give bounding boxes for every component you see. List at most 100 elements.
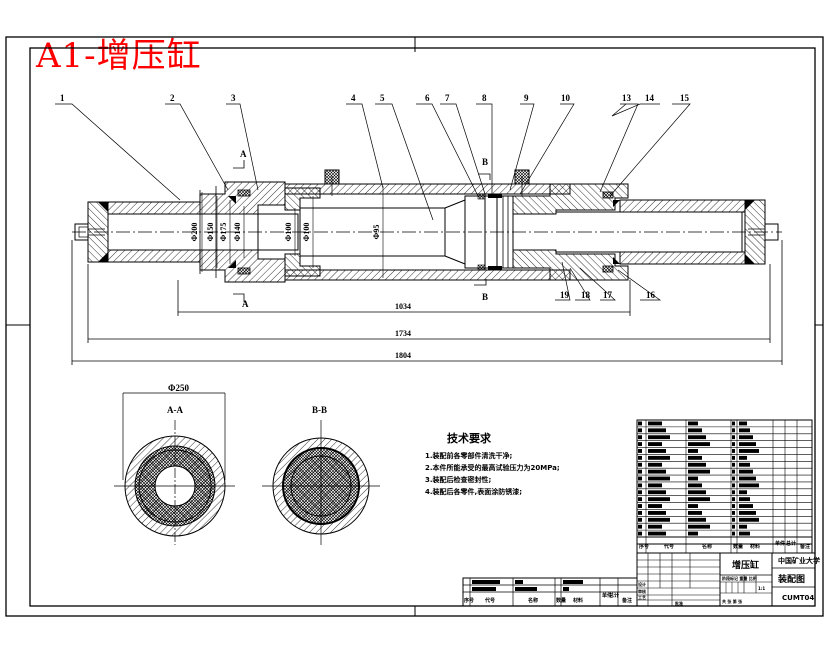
bom-cell-text (732, 455, 735, 460)
dimension-1804: 1804 (395, 351, 411, 360)
bom-cell-text (638, 497, 642, 502)
bom-cell-text (739, 531, 750, 536)
part-label-3: 3 (231, 93, 236, 103)
bom-cell-text (732, 449, 735, 453)
technical-requirements: 技术要求 1.装配前各零部件清洗干净; 2.本件所能承受的最高试验压力为20MP… (425, 431, 560, 496)
title-block-scale: 1:1 (758, 586, 765, 591)
bom-cell-text (638, 435, 642, 440)
bom-cell-text (688, 455, 702, 460)
part-label-13: 13 (622, 93, 632, 103)
bom-cell-text (648, 455, 670, 460)
bom-cell-text (732, 490, 735, 495)
title-block: 增压缸 中国矿业大学 装配图 CUMT04 阶段标记 重量 比例 1:1 共 张… (636, 552, 820, 607)
bom-cell-text (648, 476, 670, 481)
bom-cell-text (739, 483, 759, 488)
bom-cell-text (688, 510, 702, 515)
dimension-1034: 1034 (395, 302, 411, 311)
bom-cell-text (688, 469, 710, 474)
section-marker-b-top: B (482, 157, 488, 167)
section-marker-a-bottom: A (242, 299, 249, 309)
part-label-18: 18 (581, 290, 591, 300)
inner-border (29, 47, 816, 607)
bom-cell-text (688, 524, 710, 529)
bom-cell-text (638, 504, 642, 508)
dia-label: Φ100 (302, 223, 311, 242)
bom-header: 备注 (799, 543, 810, 550)
title-block-stage-labels: 阶段标记 重量 比例 (722, 575, 757, 581)
bom-cell-text (638, 442, 642, 447)
outer-border (5, 36, 824, 617)
right-flange-top (512, 183, 629, 215)
bom-cell-text (732, 469, 735, 474)
bom-cell-text (648, 490, 666, 495)
right-fitting (764, 223, 779, 241)
section-a-a-view: Φ250 A-A (114, 383, 235, 545)
bom-cell-text (732, 510, 735, 515)
bom-cell-text (648, 524, 662, 529)
tech-req-item: 2.本件所能承受的最高试验压力为20MPa; (425, 463, 560, 472)
bom-cell-text (648, 504, 662, 508)
bom-cell-text (648, 421, 662, 426)
bom-cell-text (732, 524, 735, 529)
bom-cell-text (739, 504, 753, 508)
bom-cell-text (688, 483, 702, 488)
dia-label: Φ100 (284, 223, 293, 242)
bom-cell-text (732, 442, 735, 447)
bom-cell-text (638, 517, 642, 522)
part-label-9: 9 (524, 93, 529, 103)
secondary-header: 总计 (609, 592, 619, 599)
title-block-part-name: 增压缸 (732, 559, 759, 571)
bom-cell-text (638, 469, 642, 474)
dimension-lines (71, 240, 783, 365)
bom-header: 单件 (775, 540, 785, 547)
part-label-19: 19 (560, 290, 570, 300)
bom-cell-text (648, 462, 662, 467)
secondary-header: 数量 (556, 597, 566, 604)
right-end-cap (744, 199, 766, 265)
dimension-1734: 1734 (395, 329, 411, 338)
bom-cell-text (732, 517, 735, 522)
bom-header: 总计 (786, 540, 796, 547)
bom-cell-text (688, 490, 706, 495)
bom-cell-text (638, 490, 642, 495)
bom-header-row: 序号 代号 名称 数量 材料 单件 总计 备注 (636, 536, 813, 554)
bom-cell-text (648, 510, 666, 515)
bom-cell-text (739, 428, 750, 433)
part-label-4: 4 (351, 93, 356, 103)
bom-cell-text (739, 517, 759, 522)
secondary-header: 序号 (463, 597, 474, 604)
title-block-drawing-type: 装配图 (777, 573, 805, 585)
bom-cell-text (648, 428, 666, 433)
part-label-16: 16 (646, 290, 656, 300)
bom-cell-text (739, 435, 753, 440)
bom-cell-text (648, 442, 662, 447)
main-section-view: Φ200 Φ150 Φ175 Φ140 Φ100 Φ100 Φ95 (72, 169, 782, 283)
bom-cell-text (638, 462, 642, 467)
part-labels: 1 2 3 4 5 6 7 8 9 10 13 14 15 16 17 18 1… (60, 93, 690, 300)
bom-cell-text (688, 531, 698, 536)
bom-header: 代号 (663, 543, 674, 550)
left-end-cap (87, 201, 109, 263)
bom-cell-text (732, 428, 735, 433)
part-label-8: 8 (482, 93, 487, 103)
bom-cell-text (688, 421, 698, 426)
part-label-17: 17 (603, 290, 613, 300)
bom-cell-text (648, 497, 670, 502)
section-marker-b-bottom: B (482, 292, 488, 302)
bom-cell-text (648, 531, 666, 536)
section-marker-a-top: A (240, 149, 247, 159)
secondary-header: 材料 (573, 597, 583, 604)
bom-cell-text (732, 504, 735, 508)
bom-cell-text (739, 449, 759, 453)
bom-cell-text (648, 449, 666, 453)
bom-cell-text (688, 517, 706, 522)
bom-cell-text (739, 421, 747, 426)
bom-cell-text (739, 469, 753, 474)
title-block-role: 工艺 (638, 594, 646, 600)
bom-cell-text (648, 517, 670, 522)
left-cylinder-top (107, 201, 201, 215)
part-label-5: 5 (380, 93, 385, 103)
part-label-7: 7 (445, 93, 450, 103)
bom-cell-text (638, 421, 642, 426)
